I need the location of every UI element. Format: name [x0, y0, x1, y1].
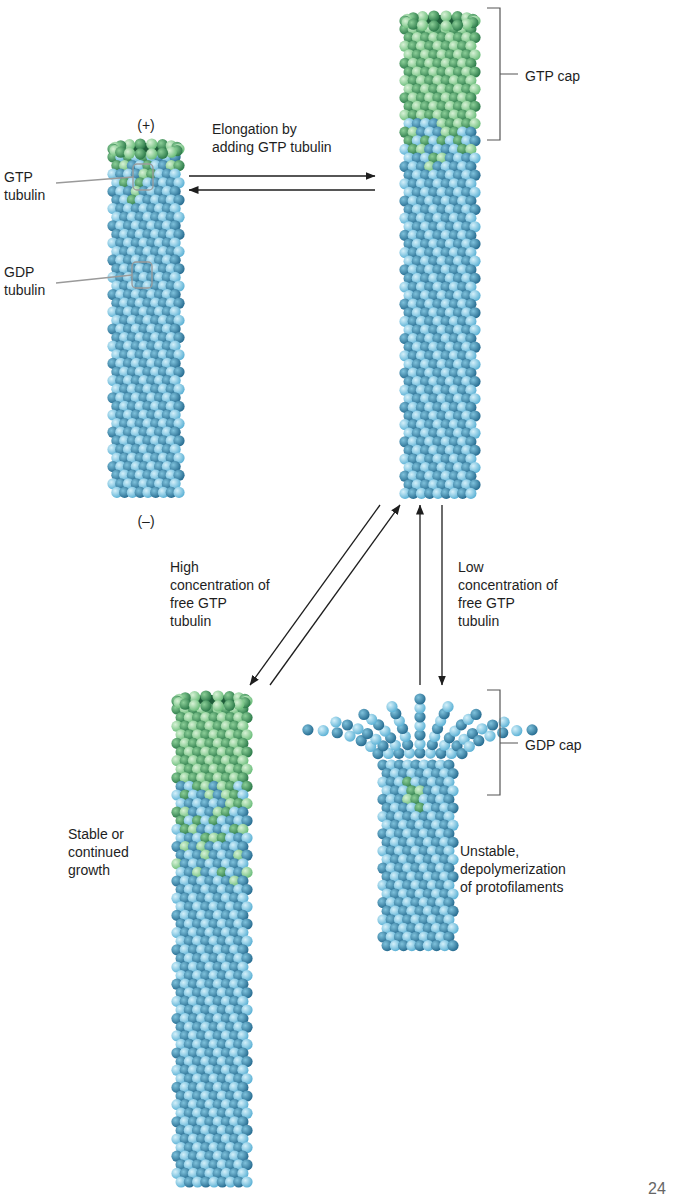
tubulin-subunit — [358, 709, 369, 720]
tubulin-subunit — [452, 20, 463, 31]
transition-arrow — [441, 505, 442, 685]
tubulin-subunit — [302, 724, 313, 735]
microtubule — [171, 690, 252, 1187]
microtubule-node: GTP cap — [375, 5, 485, 505]
state-label: (–) — [103, 512, 189, 530]
microtubule — [107, 138, 184, 498]
tubulin-subunit — [135, 138, 146, 149]
tubulin-subunit — [241, 1176, 252, 1187]
microtubule — [399, 10, 480, 499]
tubulin-subunit — [332, 727, 343, 738]
tubulin-subunit — [212, 700, 223, 711]
tubulin-subunit — [362, 728, 373, 739]
tubulin-subunit — [417, 20, 428, 31]
tubulin-subunit — [465, 488, 476, 499]
tubulin-subunit — [212, 690, 223, 701]
cap-bracket — [487, 690, 518, 795]
tubulin-subunit — [224, 700, 235, 711]
tubulin-subunit — [342, 719, 353, 730]
tubulin-subunit — [200, 690, 211, 701]
tubulin-subunit — [146, 148, 157, 159]
microtubule — [302, 693, 537, 951]
arrow-label: Low concentration of free GTP tubulin — [458, 558, 558, 630]
tubulin-subunit — [352, 723, 363, 734]
callout-label: GDP tubulin — [4, 263, 60, 299]
callout-group — [56, 164, 153, 288]
tubulin-subunit — [464, 741, 475, 752]
state-label: Stable or continued growth — [68, 825, 148, 879]
leader-line — [56, 275, 132, 283]
bracket-group — [487, 8, 518, 795]
tubulin-subunit — [487, 719, 498, 730]
tubulin-subunit — [442, 701, 453, 712]
tubulin-subunit — [414, 693, 425, 704]
tubulin-subunit — [484, 730, 495, 741]
tubulin-subunit — [189, 700, 200, 711]
tubulin-subunit — [473, 735, 484, 746]
microtubule-node: GDP capUnstable, depolymerization of pro… — [310, 685, 485, 955]
tubulin-subunit — [200, 700, 211, 711]
tubulin-subunit — [124, 148, 135, 159]
tubulin-subunit — [173, 487, 184, 498]
transition-arrow — [419, 505, 420, 685]
tubulin-subunit — [146, 138, 157, 149]
tubulin-subunit — [497, 727, 508, 738]
tubulin-subunit — [447, 940, 458, 951]
state-label: GDP cap — [525, 736, 605, 754]
transition-arrow — [189, 175, 375, 176]
tubulin-subunit — [470, 709, 481, 720]
arrow-label: High concentration of free GTP tubulin — [170, 558, 270, 630]
connector-group — [189, 176, 442, 685]
tubulin-subunit — [511, 725, 522, 736]
callout-box — [133, 164, 153, 190]
tubulin-subunit — [440, 20, 451, 31]
tubulin-subunit — [135, 148, 146, 159]
tubulin-subunit — [428, 10, 439, 21]
microtubule-node: (+) (–) — [103, 112, 189, 532]
tubulin-subunit — [157, 148, 168, 159]
tubulin-subunit — [386, 701, 397, 712]
page-number: 24 — [648, 1180, 678, 1198]
tubulin-subunit — [440, 10, 451, 21]
state-label: (+) — [103, 116, 189, 134]
tubulin-subunit — [318, 725, 329, 736]
microtubule-node: Stable or continued growth — [165, 685, 275, 1185]
state-label: GTP cap — [525, 67, 605, 85]
leader-line — [56, 177, 133, 183]
transition-arrow — [270, 505, 400, 685]
transition-arrow — [250, 505, 380, 685]
cap-bracket — [487, 8, 518, 140]
transition-arrow — [189, 189, 375, 190]
arrow-label: Elongation by adding GTP tubulin — [212, 120, 337, 156]
tubulin-subunit — [428, 20, 439, 31]
state-label: Unstable, depolymerization of protofilam… — [460, 842, 581, 896]
tubulin-subunit — [526, 724, 537, 735]
callout-label: GTP tubulin — [4, 168, 60, 204]
tubulin-subunit — [330, 717, 341, 728]
callout-box — [132, 262, 152, 288]
